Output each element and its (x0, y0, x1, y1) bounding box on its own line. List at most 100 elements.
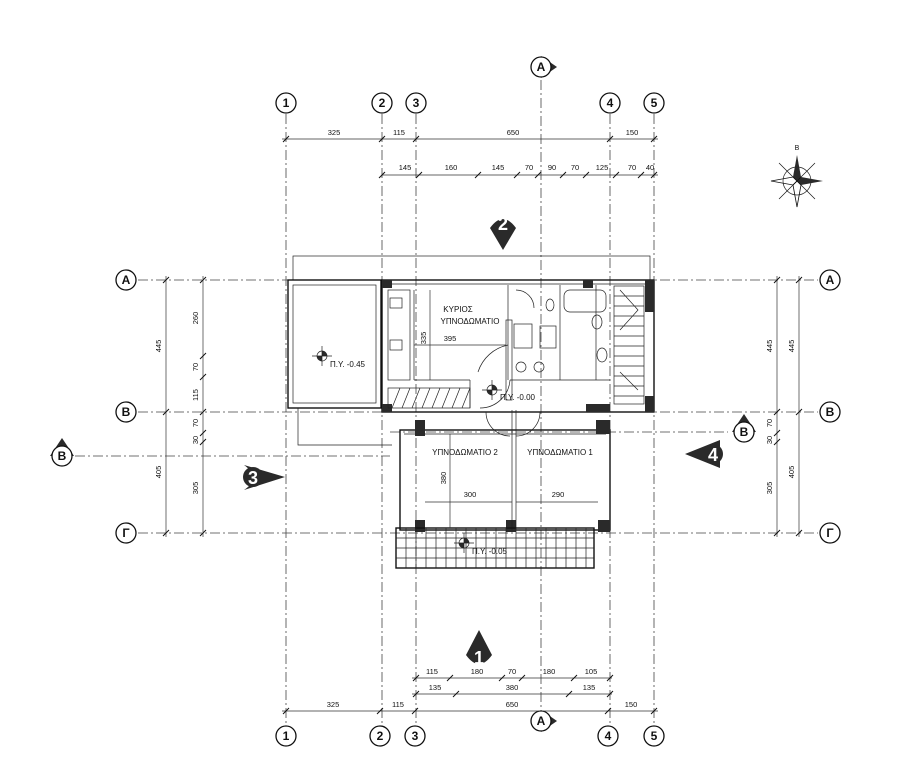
axis-bubble-1-top: 1 (275, 92, 297, 114)
svg-text:A: A (122, 273, 131, 287)
svg-text:3: 3 (248, 468, 258, 488)
row-bubbles: A B Γ A B Γ (115, 269, 841, 544)
svg-text:4: 4 (605, 729, 612, 743)
room-bed2-label: ΥΠΝΟΔΩΜΑΤΙΟ 2 (432, 448, 498, 457)
svg-text:B: B (58, 449, 67, 463)
axis-bubble-3-bottom: 3 (404, 725, 426, 747)
svg-text:325: 325 (328, 128, 341, 137)
svg-text:180: 180 (543, 667, 556, 676)
axis-bubble-1-bottom: 1 (275, 725, 297, 747)
svg-text:Π.Υ. -0.45: Π.Υ. -0.45 (330, 360, 366, 369)
svg-text:260: 260 (191, 312, 200, 325)
dim-bottom-secondary-b: 135 380 135 (412, 683, 614, 698)
svg-text:115: 115 (426, 667, 438, 676)
svg-text:2: 2 (379, 96, 386, 110)
axis-bubble-4-top: 4 (599, 92, 621, 114)
svg-text:395: 395 (444, 334, 457, 343)
level-marker-balcony: Π.Υ. -0.05 (454, 533, 508, 556)
axis-bubble-A-left: A (115, 269, 137, 291)
svg-text:30: 30 (765, 436, 774, 444)
svg-text:70: 70 (191, 363, 200, 371)
axis-bubble-G-right: Γ (819, 522, 841, 544)
dim-left-inner: 260 70 115 70 30 305 (191, 276, 207, 537)
balcony (395, 527, 595, 569)
dim-bottom-primary: 325 115 650 150 (282, 700, 658, 715)
dim-top-secondary: 145 160 145 70 90 70 125 70 40 (378, 163, 658, 179)
section-marker-B-right: B (732, 414, 756, 443)
svg-text:145: 145 (492, 163, 505, 172)
svg-text:3: 3 (412, 729, 419, 743)
svg-text:5: 5 (651, 729, 658, 743)
svg-text:70: 70 (191, 419, 200, 427)
svg-text:405: 405 (154, 466, 163, 479)
svg-text:2: 2 (498, 214, 508, 234)
column-axis-lines (285, 80, 655, 724)
svg-text:B: B (740, 425, 749, 439)
svg-text:335: 335 (419, 332, 428, 345)
svg-text:Π.Υ. -0.05: Π.Υ. -0.05 (472, 547, 508, 556)
svg-text:Π.Υ. -0.00: Π.Υ. -0.00 (500, 393, 536, 402)
dim-bottom-secondary-a: 115 180 70 180 105 (412, 667, 614, 682)
svg-text:90: 90 (548, 163, 556, 172)
svg-text:105: 105 (585, 667, 598, 676)
room-master-label-2: ΥΠΝΟΔΩΜΑΤΙΟ (440, 317, 499, 326)
svg-text:445: 445 (765, 340, 774, 353)
svg-text:2: 2 (377, 729, 384, 743)
svg-text:180: 180 (471, 667, 484, 676)
dim-right-inner: 445 70 30 305 (765, 276, 781, 537)
svg-text:405: 405 (787, 466, 796, 479)
svg-text:70: 70 (525, 163, 533, 172)
svg-text:A: A (826, 273, 835, 287)
svg-text:Γ: Γ (122, 526, 130, 540)
svg-text:150: 150 (626, 128, 639, 137)
svg-text:5: 5 (651, 96, 658, 110)
room-master-label-1: ΚΥΡΙΟΣ (443, 305, 472, 314)
svg-text:4: 4 (708, 445, 718, 465)
svg-text:70: 70 (508, 667, 516, 676)
svg-text:A: A (537, 60, 546, 74)
svg-text:650: 650 (506, 700, 519, 709)
dim-right-outer: 445 405 (787, 276, 803, 537)
axis-bubble-5-top: 5 (643, 92, 665, 114)
axis-bubble-4-bottom: 4 (597, 725, 619, 747)
dim-left-outer: 445 405 (154, 276, 170, 537)
view-marker-1: 1 (466, 630, 492, 668)
svg-text:160: 160 (445, 163, 458, 172)
svg-text:145: 145 (399, 163, 412, 172)
axis-bubble-3-top: 3 (405, 92, 427, 114)
room-labels: ΚΥΡΙΟΣ ΥΠΝΟΔΩΜΑΤΙΟ ΥΠΝΟΔΩΜΑΤΙΟ 2 ΥΠΝΟΔΩΜ… (432, 305, 593, 457)
axis-bubble-G-left: Γ (115, 522, 137, 544)
svg-text:4: 4 (607, 96, 614, 110)
row-axis-lines (75, 279, 818, 534)
view-marker-4: 4 (685, 440, 723, 468)
axis-bubble-2-top: 2 (371, 92, 393, 114)
svg-text:380: 380 (506, 683, 519, 692)
column-bubbles-top: 1 2 3 4 5 (275, 92, 665, 114)
north-compass-icon: B (770, 145, 823, 208)
building-walls (287, 255, 655, 532)
svg-text:3: 3 (413, 96, 420, 110)
svg-text:650: 650 (507, 128, 520, 137)
svg-text:1: 1 (474, 648, 484, 668)
svg-text:125: 125 (596, 163, 609, 172)
svg-text:Γ: Γ (826, 526, 834, 540)
svg-text:70: 70 (628, 163, 636, 172)
column-bubbles-bottom: 1 2 3 4 5 (275, 725, 665, 747)
svg-text:115: 115 (392, 700, 404, 709)
svg-text:115: 115 (393, 128, 405, 137)
level-marker-hall: Π.Υ. -0.00 (482, 380, 536, 402)
svg-text:300: 300 (464, 490, 477, 499)
svg-text:1: 1 (283, 96, 290, 110)
svg-text:40: 40 (646, 163, 654, 172)
dim-top-primary: 325 115 650 150 (282, 128, 658, 143)
section-marker-B-left: B (50, 438, 74, 467)
svg-text:325: 325 (327, 700, 340, 709)
svg-text:70: 70 (571, 163, 579, 172)
dim-room-inner: 395 335 380 300 290 (414, 290, 598, 528)
view-marker-2: 2 (490, 214, 516, 250)
axis-bubble-A-right: A (819, 269, 841, 291)
svg-text:150: 150 (625, 700, 638, 709)
svg-text:115: 115 (191, 389, 200, 401)
svg-text:445: 445 (154, 340, 163, 353)
